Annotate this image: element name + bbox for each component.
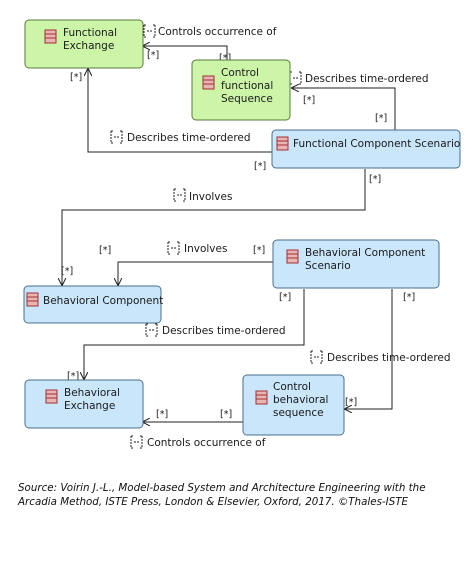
multiplicity: [*] xyxy=(254,161,266,172)
edge-label-involves-bcs: Involves xyxy=(167,241,227,255)
relation-icon xyxy=(110,130,123,144)
multiplicity: [*] xyxy=(67,371,79,382)
multiplicity: [*] xyxy=(403,292,415,303)
multiplicity: [*] xyxy=(147,50,159,61)
edge-label-involves-fcs: Involves xyxy=(173,188,232,203)
class-icon xyxy=(255,390,268,405)
multiplicity: [*] xyxy=(253,245,265,256)
edge-label-describes-fe: Describes time-ordered xyxy=(110,130,251,144)
multiplicity: [*] xyxy=(375,113,387,124)
node-label-line: Behavioral Component xyxy=(305,247,425,259)
multiplicity: [*] xyxy=(219,53,231,64)
edges xyxy=(62,46,396,422)
edge-label-describes-cfs: Describes time-ordered xyxy=(289,71,429,85)
node-label-line: Functional Component Scenario xyxy=(293,138,460,150)
edge-label-text: Controls occurrence of xyxy=(158,26,277,38)
edge-label-text: Describes time-ordered xyxy=(162,325,286,337)
node-label-line: Exchange xyxy=(63,40,114,52)
edge-fcs-to-bc[interactable] xyxy=(62,169,366,285)
edge-label-text: Involves xyxy=(184,243,227,255)
edge-label-text: Involves xyxy=(189,191,232,203)
node-label-line: Control xyxy=(221,67,259,79)
class-icon xyxy=(202,75,215,90)
edge-bcs-to-bc[interactable] xyxy=(118,261,273,285)
relation-icon xyxy=(130,435,143,449)
edge-label-text: Describes time-ordered xyxy=(305,73,429,85)
multiplicity: [*] xyxy=(156,409,168,420)
edge-bcs-to-be[interactable] xyxy=(84,289,305,379)
node-label-line: Sequence xyxy=(221,93,273,105)
edge-label-controls-behavioral: Controls occurrence of xyxy=(130,435,266,449)
class-icon xyxy=(44,29,57,44)
edge-label-text: Describes time-ordered xyxy=(127,132,251,144)
relation-icon xyxy=(310,350,323,364)
node-label-line: Behavioral xyxy=(64,387,120,399)
edge-fcs-to-fe[interactable] xyxy=(88,69,272,153)
node-control-behavioral-sequence[interactable]: Control behavioral sequence xyxy=(242,374,345,436)
diagram-canvas: Controls occurrence of Describes time-or… xyxy=(23,19,461,449)
multiplicity: [*] xyxy=(303,95,315,106)
node-functional-component-scenario[interactable]: Functional Component Scenario xyxy=(271,129,461,169)
multiplicity: [*] xyxy=(61,266,73,277)
class-icon xyxy=(26,292,39,307)
edge-label-describes-be: Describes time-ordered xyxy=(145,323,286,337)
relation-icon xyxy=(143,24,156,38)
edge-label-describes-cbs: Describes time-ordered xyxy=(310,350,451,364)
node-behavioral-component-scenario[interactable]: Behavioral Component Scenario xyxy=(272,239,440,289)
node-label-line: functional xyxy=(221,80,273,92)
class-icon xyxy=(276,136,289,151)
source-caption: Source: Voirin J.-L., Model-based System… xyxy=(18,482,426,508)
relation-icon xyxy=(289,71,302,85)
node-control-functional-sequence[interactable]: Control functional Sequence xyxy=(191,59,291,121)
relation-icon xyxy=(167,241,180,255)
node-label-line: Exchange xyxy=(64,400,115,412)
class-icon xyxy=(45,389,58,404)
multiplicity: [*] xyxy=(345,397,357,408)
node-behavioral-component[interactable]: Behavioral Component xyxy=(23,285,163,324)
nodes: Functional Exchange Control functional S… xyxy=(23,19,461,436)
multiplicity: [*] xyxy=(99,245,111,256)
edge-cfs-to-fe[interactable] xyxy=(143,46,228,60)
relation-icon xyxy=(173,188,186,202)
multiplicity: [*] xyxy=(220,409,232,420)
node-label-line: Functional xyxy=(63,27,117,39)
relation-icon xyxy=(145,323,158,337)
node-label-line: Scenario xyxy=(305,260,351,272)
multiplicity: [*] xyxy=(369,174,381,185)
class-icon xyxy=(286,249,299,264)
edge-label-text: Describes time-ordered xyxy=(327,352,451,364)
edge-label-controls-functional: Controls occurrence of xyxy=(143,24,277,38)
edge-label-text: Controls occurrence of xyxy=(147,437,266,449)
edge-bcs-to-cbs[interactable] xyxy=(345,289,393,409)
node-label-line: behavioral xyxy=(273,394,328,406)
node-label-line: Behavioral Component xyxy=(43,295,163,307)
multiplicity: [*] xyxy=(279,292,291,303)
node-label-line: sequence xyxy=(273,407,324,419)
multiplicities: [*] [*] [*] [*] [*] [*] [*] [*] [*] [*] … xyxy=(61,50,415,420)
multiplicity: [*] xyxy=(70,72,82,83)
edge-fcs-to-cfs[interactable] xyxy=(292,88,396,130)
node-label-line: Control xyxy=(273,381,311,393)
node-functional-exchange[interactable]: Functional Exchange xyxy=(24,19,144,69)
node-behavioral-exchange[interactable]: Behavioral Exchange xyxy=(24,379,144,429)
